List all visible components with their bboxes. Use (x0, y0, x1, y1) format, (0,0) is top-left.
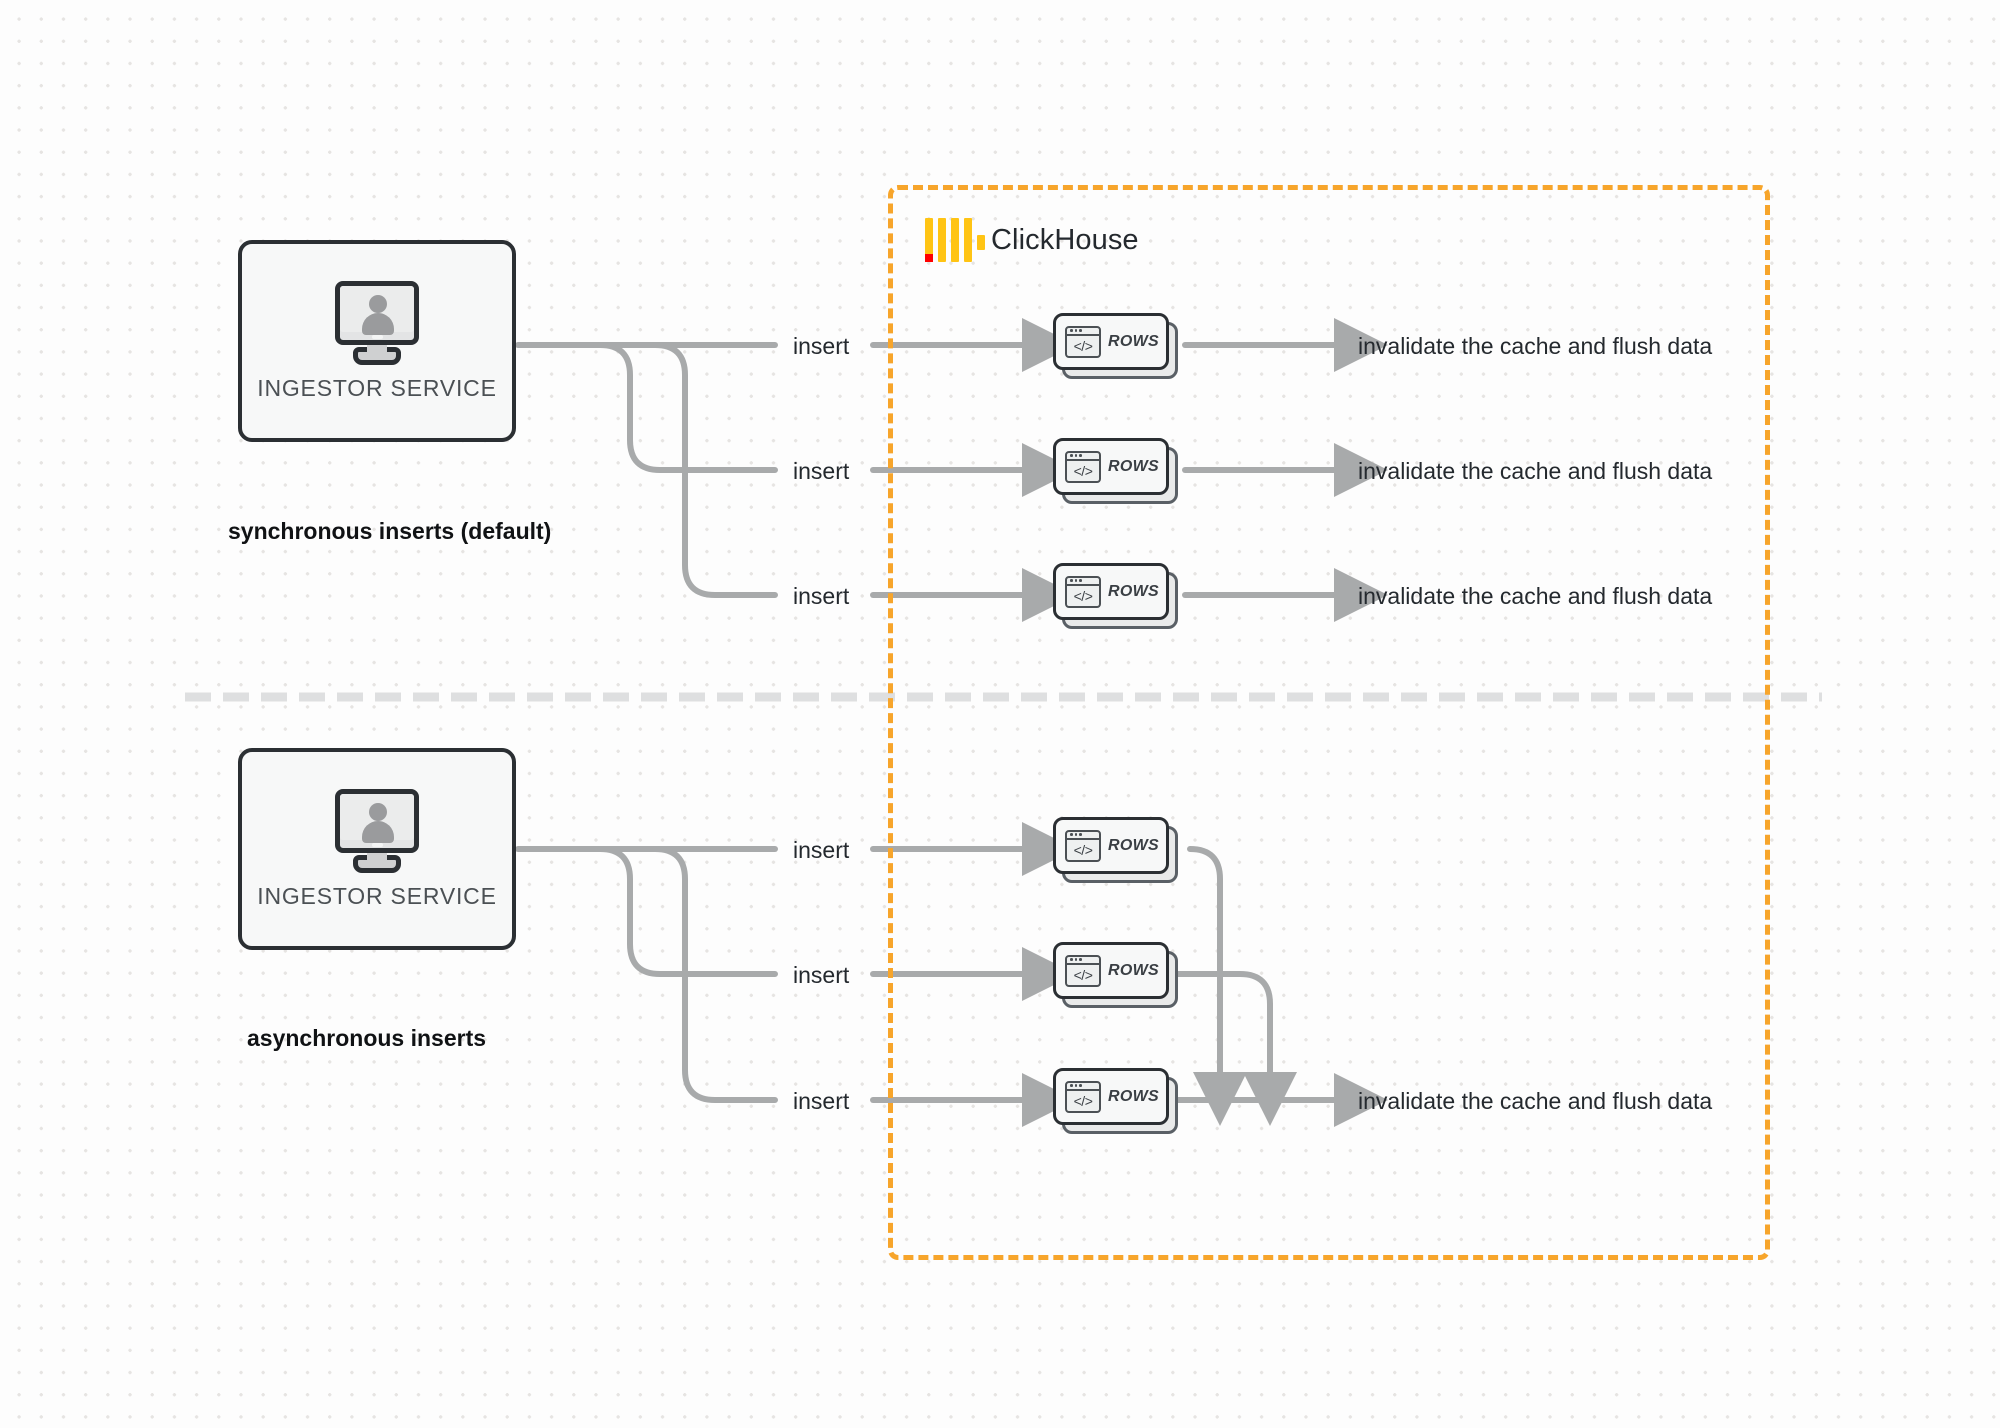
rows-card-label: ROWS (1108, 961, 1159, 979)
ingestor-service-async[interactable]: INGESTOR SERVICE (238, 748, 516, 950)
monitor-user-icon (331, 788, 423, 875)
rows-card-async-1[interactable]: </> ROWS (1053, 817, 1178, 883)
wire-sync-branch-row2 (597, 342, 778, 473)
code-window-icon: </> (1065, 954, 1101, 987)
monitor-user-icon (331, 280, 423, 367)
section-caption-sync: synchronous inserts (default) (228, 518, 552, 544)
code-window-icon: </> (1065, 575, 1101, 608)
result-label-sync-3: invalidate the cache and flush data (1358, 583, 1713, 609)
rows-card-async-3[interactable]: </> ROWS (1053, 1068, 1178, 1134)
rows-card-label: ROWS (1108, 1087, 1159, 1105)
rows-card-label: ROWS (1108, 836, 1159, 854)
section-caption-async: asynchronous inserts (247, 1025, 487, 1051)
insert-label-sync-3: insert (793, 583, 850, 609)
code-window-icon: </> (1065, 325, 1101, 358)
rows-card-label: ROWS (1108, 457, 1159, 475)
code-window-icon: </> (1065, 1080, 1101, 1113)
clickhouse-boundary (888, 185, 1770, 1260)
result-label-sync-1: invalidate the cache and flush data (1358, 333, 1713, 359)
clickhouse-wordmark: ClickHouse (991, 223, 1139, 256)
wire-sync-branch-row3 (652, 342, 778, 598)
ingestor-service-label-async: INGESTOR SERVICE (257, 882, 497, 909)
rows-card-sync-3[interactable]: </> ROWS (1053, 563, 1178, 629)
insert-label-sync-1: insert (793, 333, 850, 359)
code-window-icon: </> (1065, 450, 1101, 483)
wire-async-branch-row3 (652, 846, 778, 1103)
ingestor-service-label-sync: INGESTOR SERVICE (257, 374, 497, 401)
insert-label-sync-2: insert (793, 458, 850, 484)
rows-card-label: ROWS (1108, 582, 1159, 600)
result-label-sync-2: invalidate the cache and flush data (1358, 458, 1713, 484)
wire-async-branch-row2 (597, 846, 778, 977)
clickhouse-brand: ClickHouse (925, 218, 1139, 262)
clickhouse-logo-icon (925, 218, 985, 262)
rows-card-sync-2[interactable]: </> ROWS (1053, 438, 1178, 504)
insert-label-async-2: insert (793, 962, 850, 988)
rows-card-async-2[interactable]: </> ROWS (1053, 942, 1178, 1008)
insert-label-async-3: insert (793, 1088, 850, 1114)
insert-label-async-1: insert (793, 837, 850, 863)
result-label-async: invalidate the cache and flush data (1358, 1088, 1713, 1114)
code-window-icon: </> (1065, 829, 1101, 862)
rows-card-label: ROWS (1108, 332, 1159, 350)
rows-card-sync-1[interactable]: </> ROWS (1053, 313, 1178, 379)
ingestor-service-sync[interactable]: INGESTOR SERVICE (238, 240, 516, 442)
